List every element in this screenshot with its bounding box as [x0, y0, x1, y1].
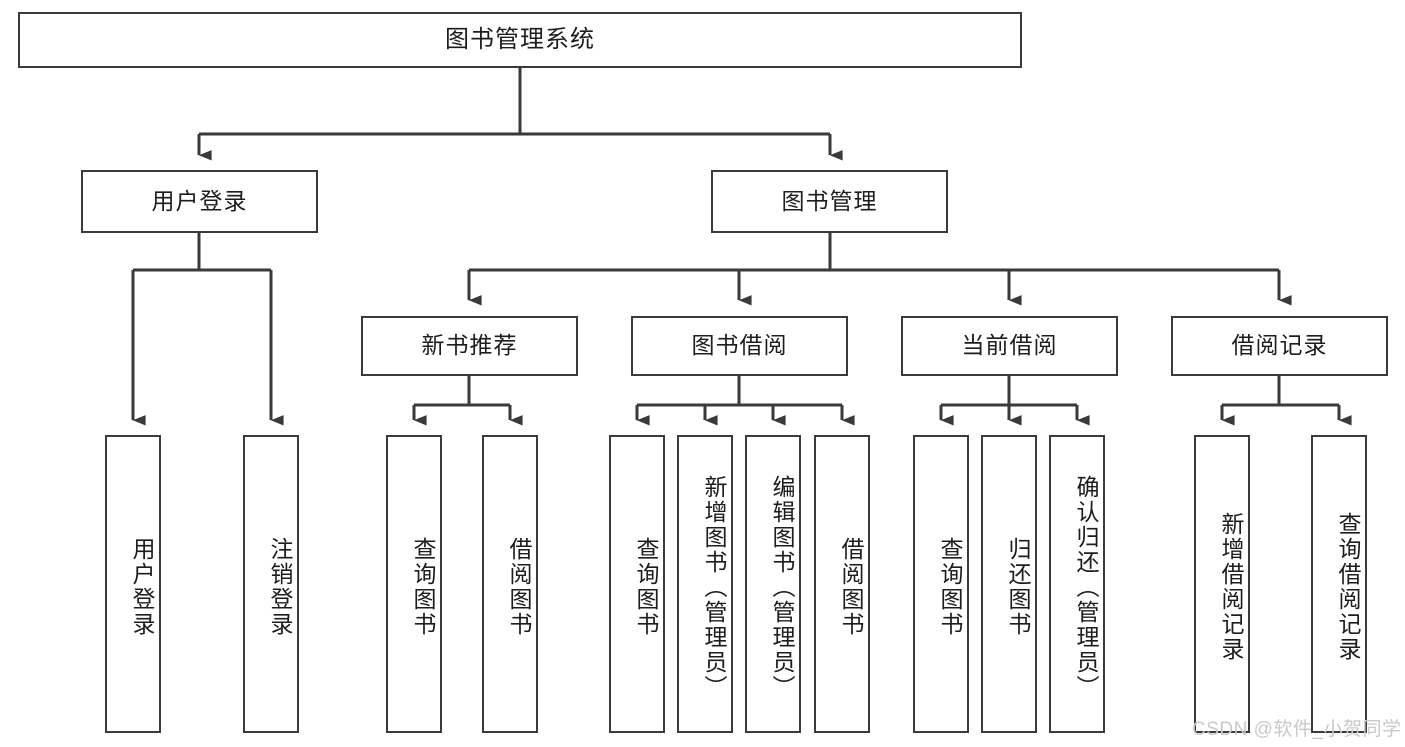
- node-label: 注销登录: [267, 537, 293, 637]
- node-label: 新增借阅记录: [1218, 512, 1244, 662]
- node-label: 查询图书: [937, 537, 963, 637]
- node-label: 查询借阅记录: [1335, 512, 1361, 662]
- leaf-recommend-query-book[interactable]: 查询图书: [386, 435, 442, 733]
- leaf-record-add-record[interactable]: 新增借阅记录: [1194, 435, 1250, 733]
- leaf-borrow-add-book-admin[interactable]: 新增图书（管理员）: [677, 435, 733, 733]
- node-label: 新书推荐: [421, 332, 518, 359]
- node-current-borrow[interactable]: 当前借阅: [901, 316, 1118, 376]
- leaf-user-login-signin[interactable]: 用户登录: [105, 435, 161, 733]
- leaf-borrow-query-book[interactable]: 查询图书: [609, 435, 665, 733]
- leaf-current-query-book[interactable]: 查询图书: [913, 435, 969, 733]
- node-label: 用户登录: [151, 187, 248, 214]
- node-label: 查询图书: [410, 537, 436, 637]
- node-label: 用户登录: [129, 537, 155, 637]
- node-label: 图书借阅: [691, 332, 788, 359]
- leaf-current-confirm-return-admin[interactable]: 确认归还（管理员）: [1049, 435, 1105, 733]
- leaf-borrow-borrow-book[interactable]: 借阅图书: [814, 435, 870, 733]
- node-label: 图书管理系统: [445, 25, 595, 53]
- node-label: 图书管理: [781, 187, 878, 214]
- leaf-current-return-book[interactable]: 归还图书: [981, 435, 1037, 733]
- leaf-borrow-edit-book-admin[interactable]: 编辑图书（管理员）: [745, 435, 801, 733]
- node-label: 借阅记录: [1231, 332, 1328, 359]
- node-user-login[interactable]: 用户登录: [81, 170, 318, 233]
- node-label: 查询图书: [633, 537, 659, 637]
- node-book-borrow[interactable]: 图书借阅: [631, 316, 848, 376]
- node-label: 借阅图书: [506, 537, 532, 637]
- node-label: 新增图书（管理员）: [701, 474, 727, 700]
- node-label: 归还图书: [1005, 537, 1031, 637]
- watermark-text: CSDN @软件_小贺同学: [1192, 719, 1402, 740]
- leaf-user-login-signout[interactable]: 注销登录: [243, 435, 299, 733]
- leaf-record-query-record[interactable]: 查询借阅记录: [1311, 435, 1367, 733]
- node-borrow-record[interactable]: 借阅记录: [1171, 316, 1388, 376]
- node-label: 确认归还（管理员）: [1073, 474, 1099, 700]
- node-root-system[interactable]: 图书管理系统: [18, 12, 1022, 68]
- node-label: 编辑图书（管理员）: [769, 474, 795, 700]
- node-label: 借阅图书: [838, 537, 864, 637]
- node-book-management[interactable]: 图书管理: [711, 170, 948, 233]
- node-label: 当前借阅: [961, 332, 1058, 359]
- node-new-book-recommend[interactable]: 新书推荐: [361, 316, 578, 376]
- leaf-recommend-borrow-book[interactable]: 借阅图书: [482, 435, 538, 733]
